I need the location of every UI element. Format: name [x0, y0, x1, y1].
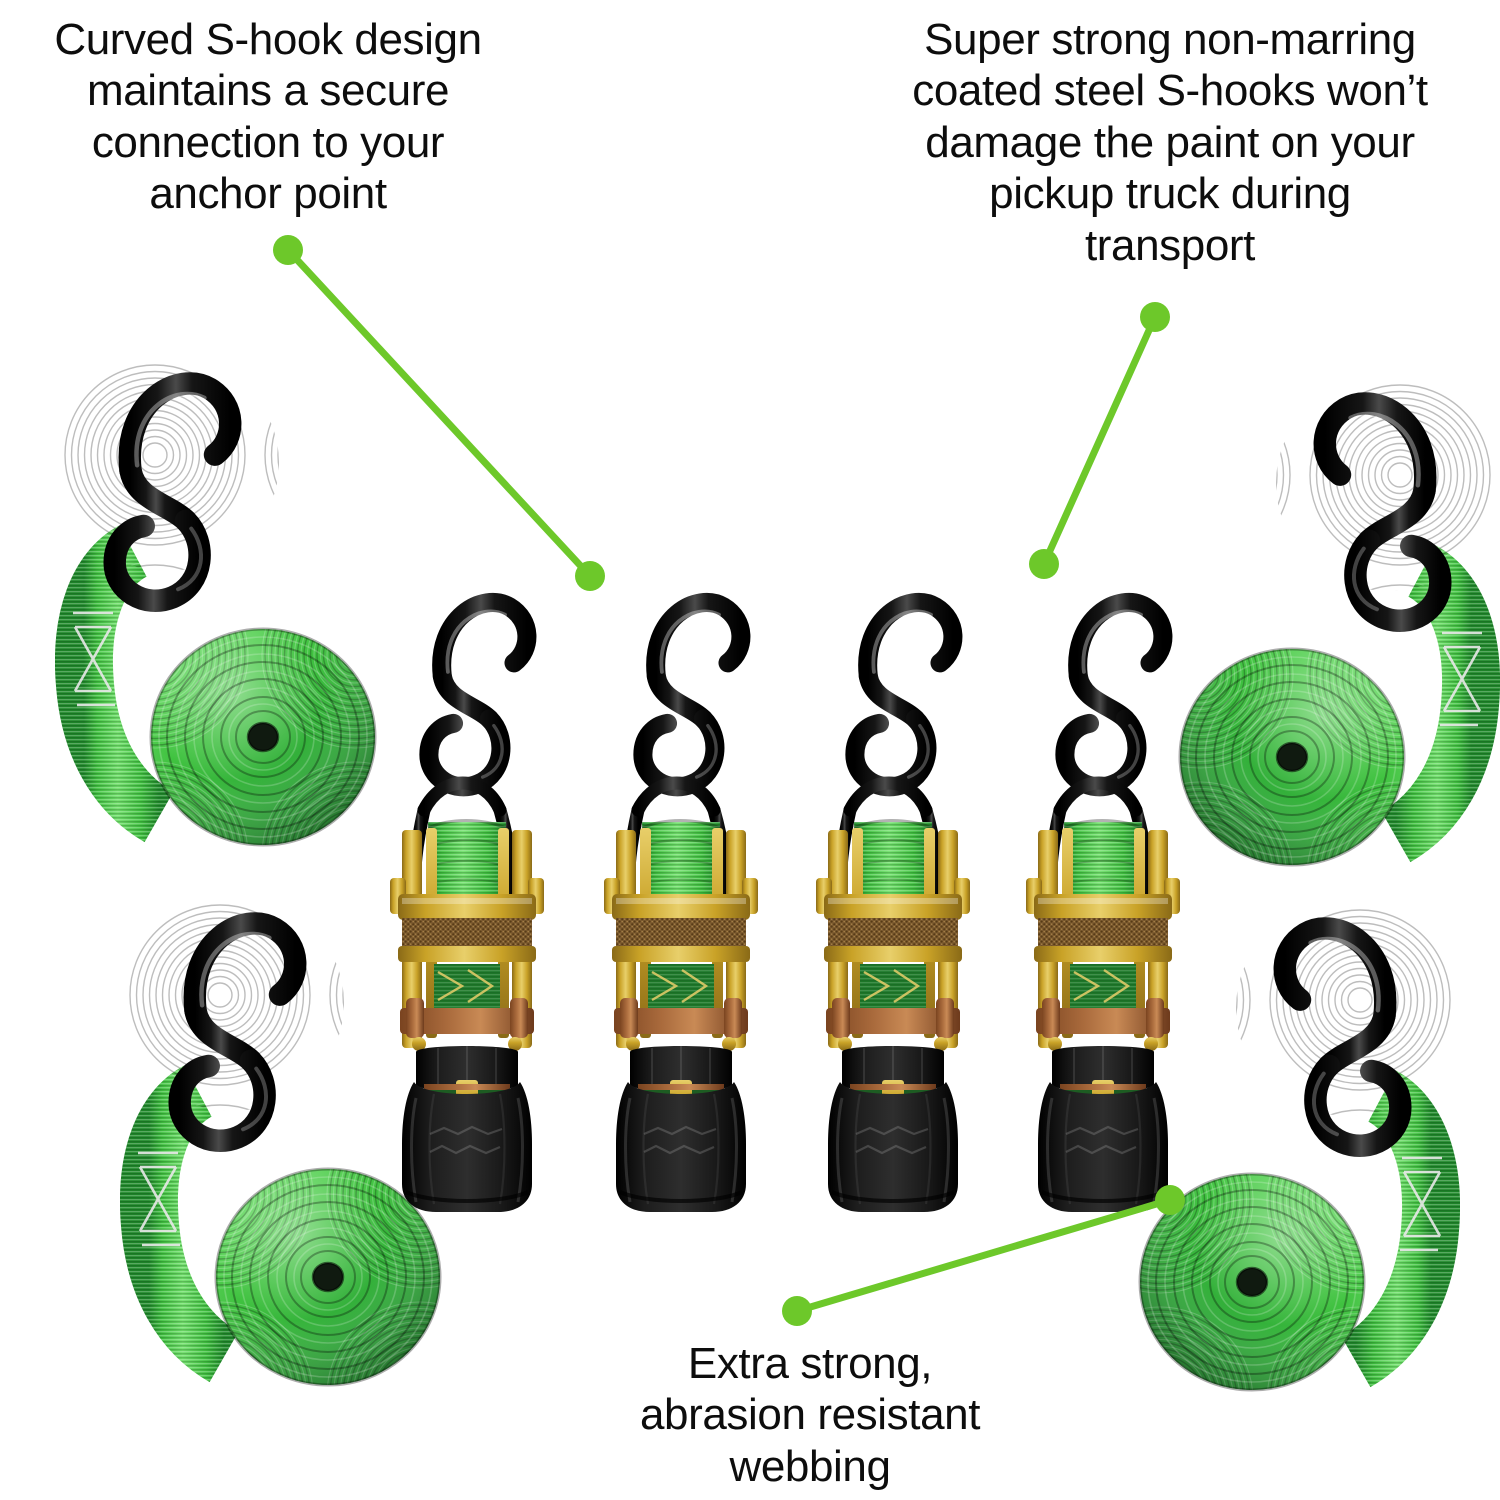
s-hook: [1055, 593, 1173, 797]
s-hook: [845, 593, 963, 797]
webbing-lower-window: [860, 964, 926, 1008]
upper-left-coiled-strap-wrapper: [55, 355, 395, 865]
lower-left-coiled-strap: [120, 895, 442, 1387]
lower-right-coiled-strap: [1138, 900, 1460, 1392]
lower-left-coiled-strap-wrapper: [120, 895, 460, 1405]
ratchet-assembly-2-wrapper: [586, 578, 776, 1218]
upper-left-coiled-strap: [55, 355, 377, 847]
ratchet-handle: [616, 1082, 746, 1212]
reinforcement-stitching: [1440, 631, 1482, 727]
callout-caption-coated-steel: Super strong non-marring coated steel S-…: [912, 15, 1428, 270]
s-hook: [419, 593, 537, 797]
ratchet-assembly-4-wrapper: [1008, 578, 1198, 1218]
lower-right-coiled-strap-wrapper: [1120, 900, 1460, 1410]
webbing-upper: [641, 819, 721, 902]
reinforcement-stitching: [1400, 1156, 1442, 1252]
handle-embossed-mark: [643, 1125, 717, 1155]
ratchet-assembly-2: [604, 593, 758, 1212]
s-hook: [1313, 392, 1452, 632]
callout-caption-webbing: Extra strong, abrasion resistant webbing: [639, 1339, 981, 1491]
handle-embossed-mark: [1065, 1125, 1139, 1155]
s-hook: [168, 912, 307, 1152]
handle-embossed-mark: [855, 1125, 929, 1155]
webbing-lower-window: [648, 964, 714, 1008]
ratchet-thumb-pad: [842, 1046, 944, 1092]
upper-right-coiled-strap-wrapper: [1160, 375, 1500, 885]
ratchet-assembly-4: [1026, 593, 1180, 1212]
webbing-upper: [853, 819, 933, 902]
webbing-coil: [55, 355, 377, 847]
ratchet-assembly-3: [816, 593, 970, 1212]
s-hook: [1273, 917, 1412, 1157]
reinforcement-stitching: [73, 611, 115, 707]
ratchet-pawl-bar: [400, 998, 534, 1051]
ratchet-thumb-pad: [630, 1046, 732, 1092]
webbing-coil: [1138, 900, 1460, 1392]
handle-embossed-mark: [429, 1125, 503, 1155]
upper-right-coiled-strap: [1178, 375, 1500, 867]
ratchet-drum: [1034, 894, 1172, 962]
callout-caption-shook-design: Curved S-hook design maintains a secure …: [54, 15, 482, 219]
ratchet-assembly-1: [390, 593, 544, 1212]
ratchet-thumb-pad: [416, 1046, 518, 1092]
reinforcement-stitching: [138, 1151, 180, 1247]
ratchet-frame: [604, 828, 758, 1048]
webbing-upper: [427, 819, 507, 902]
ratchet-drum: [612, 894, 750, 962]
ratchet-pawl-bar: [826, 998, 960, 1051]
webbing-lower-window: [434, 964, 500, 1008]
s-hook: [633, 593, 751, 797]
ratchet-drum: [398, 894, 536, 962]
s-hook: [103, 372, 242, 612]
ratchet-pawl-bar: [614, 998, 748, 1051]
ratchet-handle: [828, 1082, 958, 1212]
ratchet-handle: [402, 1082, 532, 1212]
ratchet-drum: [824, 894, 962, 962]
ratchet-assembly-1-wrapper: [372, 578, 562, 1218]
webbing-upper: [1063, 819, 1143, 902]
ratchet-pawl-bar: [1036, 998, 1170, 1051]
ratchet-assembly-3-wrapper: [798, 578, 988, 1218]
ratchet-handle: [1038, 1082, 1168, 1212]
webbing-lower-window: [1070, 964, 1136, 1008]
